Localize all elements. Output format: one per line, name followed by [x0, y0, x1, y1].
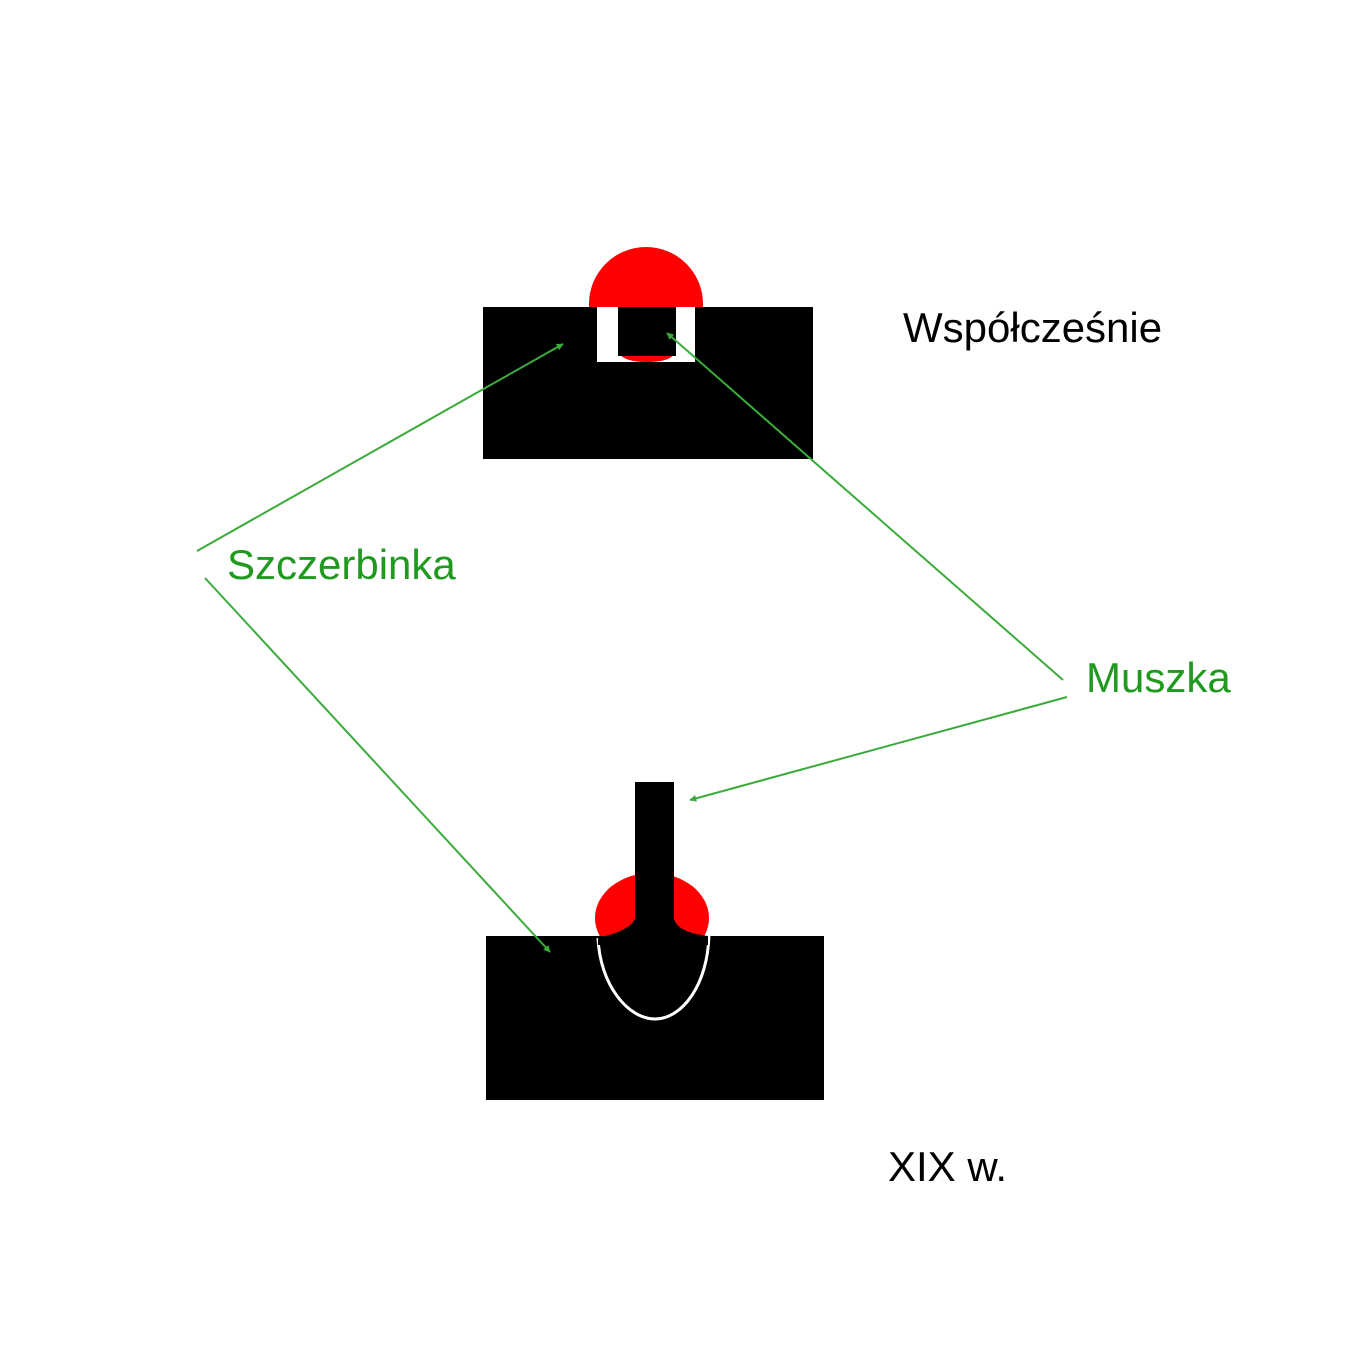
caption-modern: Współcześnie: [903, 304, 1163, 351]
arrow-szczerbinka-xix: [204, 577, 551, 953]
modern-sight: [483, 247, 813, 459]
arrow-szczerbinka-modern: [196, 343, 564, 552]
annotations: [196, 332, 1068, 953]
xix-sight: [486, 782, 824, 1100]
xix-front-sight-post: [598, 782, 708, 945]
label-front-sight: Muszka: [1086, 654, 1231, 701]
label-rear-sight: Szczerbinka: [227, 541, 456, 588]
modern-rear-sight-notch-right-mask: [695, 307, 813, 367]
modern-front-sight-post: [618, 307, 676, 356]
xix-rear-sight-v-notch: [596, 933, 711, 1021]
caption-xix-century: XIX w.: [888, 1143, 1008, 1190]
arrow-muszka-modern: [666, 332, 1064, 681]
arrow-muszka-xix: [689, 696, 1068, 802]
